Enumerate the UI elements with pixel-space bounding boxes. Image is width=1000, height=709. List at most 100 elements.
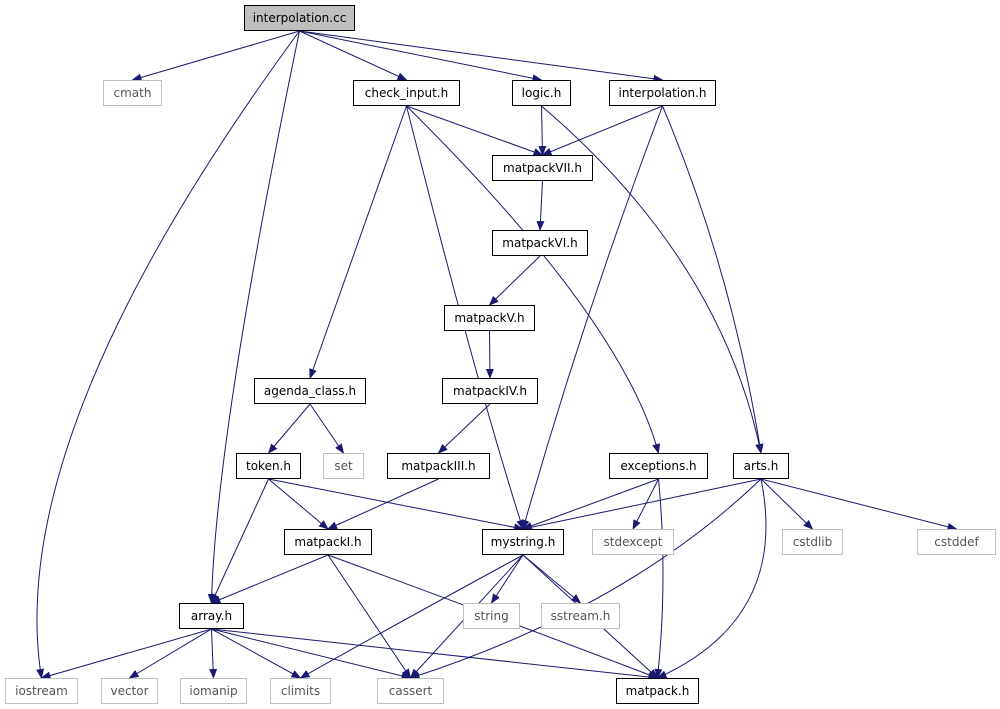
node-vector[interactable]: vector <box>101 678 158 704</box>
edge-interpolation-cc-to-cmath <box>131 30 300 82</box>
node-label: cmath <box>113 86 152 100</box>
node-cstddef[interactable]: cstddef <box>917 529 996 555</box>
node-token-h[interactable]: token.h <box>236 453 301 479</box>
edge-matpackIV-h-to-matpackIII-h <box>437 403 491 454</box>
node-label: matpack.h <box>625 684 690 698</box>
node-arts-h[interactable]: arts.h <box>733 453 789 479</box>
edge-logic-h-to-matpackVII-h <box>538 105 547 156</box>
node-mystring-h[interactable]: mystring.h <box>482 529 564 555</box>
node-check-input-h[interactable]: check_input.h <box>353 80 460 106</box>
node-label: matpackV.h <box>454 311 525 325</box>
node-interpolation-cc[interactable]: interpolation.cc <box>244 5 355 31</box>
node-interpolation-h[interactable]: interpolation.h <box>609 80 716 106</box>
node-label: matpackIV.h <box>453 384 527 398</box>
node-agenda-class-h[interactable]: agenda_class.h <box>254 378 366 404</box>
node-set[interactable]: set <box>323 453 364 479</box>
node-label: set <box>334 459 353 473</box>
edge-arts-h-to-mystring-h <box>522 478 762 532</box>
node-label: matpackVII.h <box>503 161 582 175</box>
node-matpackV-h[interactable]: matpackV.h <box>444 305 535 331</box>
node-label: mystring.h <box>490 535 556 549</box>
node-label: string <box>474 609 509 623</box>
edge-check-input-h-to-mystring-h <box>406 105 525 530</box>
node-label: vector <box>110 684 149 698</box>
node-matpackVI-h[interactable]: matpackVI.h <box>492 230 588 256</box>
edge-check-input-h-to-exceptions-h <box>406 105 661 454</box>
edge-matpackVII-h-to-matpackVI-h <box>536 180 545 231</box>
node-exceptions-h[interactable]: exceptions.h <box>609 453 708 479</box>
edge-arts-h-to-cstdlib <box>760 478 814 530</box>
node-label: matpackVI.h <box>502 236 578 250</box>
node-cmath[interactable]: cmath <box>103 80 162 106</box>
edge-check-input-h-to-agenda-class-h <box>309 105 407 379</box>
node-label: exceptions.h <box>620 459 697 473</box>
edge-matpackI-h-to-array-h <box>210 554 329 604</box>
node-label: stdexcept <box>603 535 663 549</box>
edge-exceptions-h-to-stdexcept <box>632 478 659 530</box>
edge-exceptions-h-to-matpack-h <box>654 478 664 679</box>
edge-mystring-h-to-climits <box>299 554 524 679</box>
node-label: cassert <box>388 684 433 698</box>
edge-matpackV-h-to-matpackIV-h <box>485 330 494 379</box>
node-logic-h[interactable]: logic.h <box>512 80 571 106</box>
node-cstdlib[interactable]: cstdlib <box>782 529 843 555</box>
node-array-h[interactable]: array.h <box>179 603 244 629</box>
edge-arts-h-to-cassert <box>409 478 762 680</box>
node-label: array.h <box>190 609 233 623</box>
edge-arts-h-to-cstddef <box>760 478 958 531</box>
node-string[interactable]: string <box>463 603 520 629</box>
edge-interpolation-cc-to-iostream <box>36 30 300 679</box>
node-label: climits <box>280 684 321 698</box>
node-matpackI-h[interactable]: matpackI.h <box>284 529 372 555</box>
edge-token-h-to-matpackI-h <box>268 478 329 530</box>
edge-matpackVI-h-to-matpackV-h <box>488 255 541 306</box>
edge-token-h-to-array-h <box>211 478 269 604</box>
node-label: sstream.h <box>550 609 611 623</box>
edge-agenda-class-h-to-set <box>309 403 345 454</box>
node-label: agenda_class.h <box>263 384 357 398</box>
edge-array-h-to-iomanip <box>209 628 218 679</box>
node-label: interpolation.h <box>618 86 707 100</box>
node-label: arts.h <box>743 459 779 473</box>
edge-interpolation-cc-to-interpolation-h <box>299 30 664 83</box>
node-matpackVII-h[interactable]: matpackVII.h <box>492 155 593 181</box>
edge-interpolation-cc-to-logic-h <box>299 30 543 83</box>
edge-matpackIII-h-to-matpackI-h <box>327 478 439 530</box>
edge-agenda-class-h-to-token-h <box>267 403 311 454</box>
edge-array-h-to-cassert <box>211 628 412 680</box>
node-iostream[interactable]: iostream <box>5 678 78 704</box>
node-cassert[interactable]: cassert <box>377 678 444 704</box>
edge-check-input-h-to-matpackVII-h <box>406 105 544 156</box>
node-label: logic.h <box>521 86 562 100</box>
node-matpack-h[interactable]: matpack.h <box>616 678 699 704</box>
edge-mystring-h-to-string <box>490 554 524 604</box>
node-label: iostream <box>15 684 68 698</box>
edge-interpolation-h-to-mystring-h <box>521 105 663 530</box>
node-label: cstdlib <box>792 535 833 549</box>
node-climits[interactable]: climits <box>270 678 331 704</box>
edge-array-h-to-vector <box>128 628 212 679</box>
edge-array-h-to-climits <box>211 628 302 679</box>
node-label: cstddef <box>934 535 979 549</box>
edge-exceptions-h-to-mystring-h <box>522 478 659 530</box>
node-matpackIII-h[interactable]: matpackIII.h <box>387 453 490 479</box>
node-matpackIV-h[interactable]: matpackIV.h <box>442 378 538 404</box>
node-sstream-h[interactable]: sstream.h <box>541 603 620 629</box>
edge-interpolation-h-to-matpackVII-h <box>541 105 663 156</box>
edge-interpolation-h-to-arts-h <box>662 105 764 454</box>
edge-arts-h-to-matpack-h <box>656 478 767 679</box>
node-label: token.h <box>246 459 291 473</box>
node-label: interpolation.cc <box>252 11 347 25</box>
edge-token-h-to-mystring-h <box>268 478 524 532</box>
node-label: matpackI.h <box>294 535 362 549</box>
edge-logic-h-to-arts-h <box>541 105 764 454</box>
node-label: check_input.h <box>364 86 449 100</box>
edge-interpolation-cc-to-check-input-h <box>299 30 408 81</box>
edge-matpackI-h-to-cassert <box>327 554 412 679</box>
edge-mystring-h-to-sstream-h <box>522 554 582 604</box>
node-iomanip[interactable]: iomanip <box>180 678 247 704</box>
node-stdexcept[interactable]: stdexcept <box>592 529 674 555</box>
edge-interpolation-cc-to-array-h <box>207 30 300 604</box>
